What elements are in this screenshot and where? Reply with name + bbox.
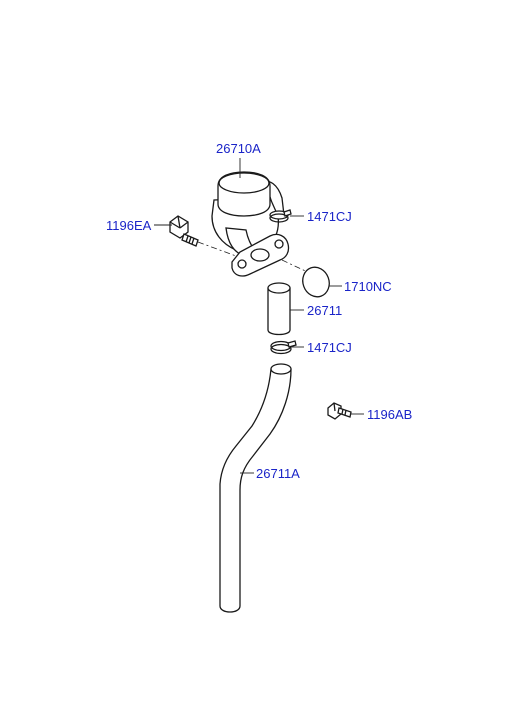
clamp-mid[interactable]	[270, 340, 297, 355]
pcv-valve-assembly[interactable]	[211, 171, 290, 277]
label-26710a[interactable]: 26710A	[216, 141, 261, 156]
label-1471cj-mid[interactable]: 1471CJ	[307, 340, 352, 355]
label-1710nc[interactable]: 1710NC	[344, 279, 392, 294]
hose-26711[interactable]	[267, 282, 291, 336]
gasket-1710nc[interactable]	[299, 263, 334, 300]
clamp-top[interactable]	[269, 209, 292, 223]
label-26711[interactable]: 26711	[307, 303, 342, 318]
hose-26711a[interactable]	[219, 363, 292, 613]
bolt-1196ab[interactable]	[327, 402, 352, 420]
label-26711a[interactable]: 26711A	[256, 466, 300, 481]
bolt-1196ea[interactable]	[169, 215, 199, 247]
label-1196ea[interactable]: 1196EA	[106, 218, 152, 233]
label-1196ab[interactable]: 1196AB	[367, 407, 412, 422]
label-1471cj-top[interactable]: 1471CJ	[307, 209, 352, 224]
